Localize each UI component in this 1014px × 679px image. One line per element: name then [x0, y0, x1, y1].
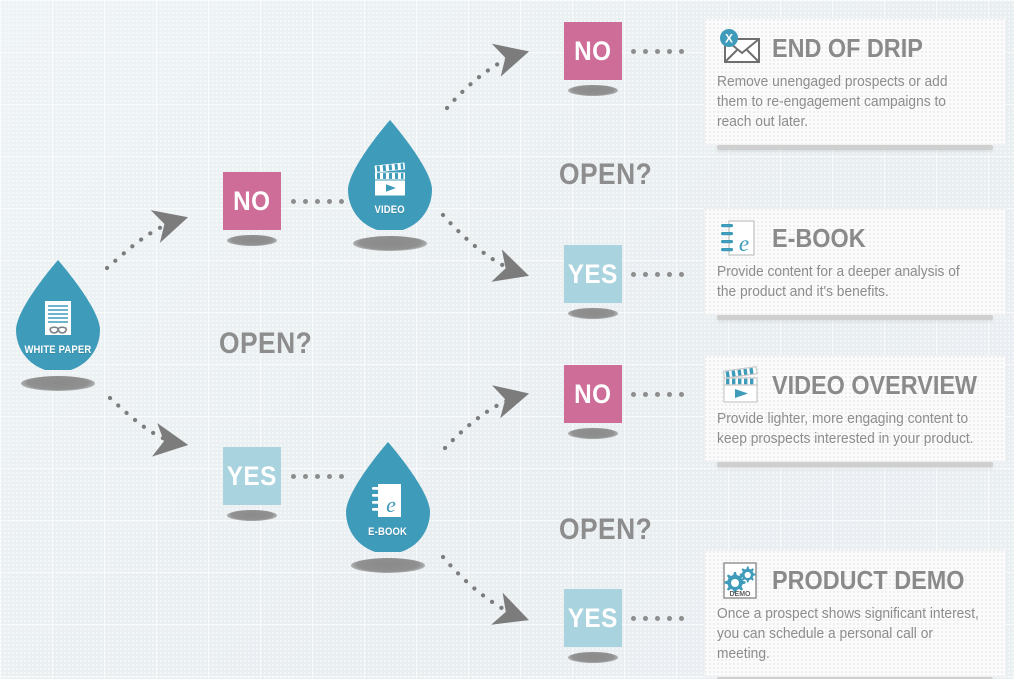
node-white-paper[interactable]: WHITE PAPER	[6, 258, 110, 391]
svg-text:DEMO: DEMO	[730, 591, 752, 598]
leader-yes3-to-card	[631, 615, 684, 621]
arrow-video-to-yes	[440, 212, 529, 282]
chip-no-3[interactable]: NO	[562, 365, 624, 439]
card-underbar	[717, 462, 993, 467]
chip-shadow	[568, 308, 618, 319]
card-title: PRODUCT DEMO	[772, 565, 965, 596]
chip-label: NO	[233, 185, 271, 216]
video-clapperboard-icon	[722, 366, 758, 403]
chip-yes-3[interactable]: YES	[562, 589, 624, 663]
card-body: Once a prospect shows significant intere…	[717, 606, 979, 662]
chip-shadow	[227, 235, 277, 246]
decision-label-open-3: OPEN?	[559, 513, 653, 546]
card-title: VIDEO OVERVIEW	[772, 370, 978, 401]
node-label: E-BOOK	[368, 525, 408, 538]
leader-no1-to-video	[291, 198, 344, 204]
decision-label-open-2: OPEN?	[559, 158, 653, 191]
gears-demo-icon: DEMO	[723, 562, 757, 599]
card-body: Provide content for a deeper analysis of…	[717, 264, 960, 300]
card-product-demo[interactable]: DEMO PRODUCT DEMO Once a prospect shows …	[704, 550, 1006, 679]
chip-no-2[interactable]: NO	[562, 22, 624, 96]
card-underbar	[717, 145, 993, 150]
card-header: e E-BOOK	[717, 219, 993, 259]
video-clapperboard-icon	[374, 161, 406, 195]
chip-shadow	[568, 428, 618, 439]
node-label: VIDEO	[374, 203, 406, 216]
card-video-overview[interactable]: VIDEO OVERVIEW Provide lighter, more eng…	[704, 355, 1006, 467]
node-ebook[interactable]: e E-BOOK	[336, 440, 440, 573]
chip-box: NO	[564, 365, 622, 423]
chip-label: NO	[574, 35, 612, 66]
arrow-ebook-to-no	[442, 385, 530, 451]
chip-label: NO	[574, 378, 612, 409]
leader-no3-to-card	[631, 391, 684, 397]
droplet-ebook: e E-BOOK	[340, 440, 436, 552]
chip-yes-2[interactable]: YES	[562, 245, 624, 319]
leader-yes1-to-ebook	[291, 473, 344, 479]
ebook-notebook-icon: e	[372, 483, 401, 517]
svg-text:e: e	[739, 231, 749, 256]
envelope-x-icon: X	[720, 29, 760, 63]
node-video[interactable]: VIDEO	[338, 118, 442, 251]
droplet-video: VIDEO	[342, 118, 438, 230]
chip-shadow	[568, 652, 618, 663]
card-header: X END OF DRIP	[717, 29, 993, 69]
card-body: Provide lighter, more engaging content t…	[717, 411, 974, 447]
arrow-ebook-to-yes	[440, 554, 529, 625]
chip-box: NO	[223, 172, 281, 230]
ebook-notebook-icon: e	[721, 220, 755, 256]
chip-label: YES	[568, 258, 618, 289]
card-title: E-BOOK	[772, 223, 866, 254]
chip-label: YES	[227, 460, 277, 491]
node-shadow	[21, 376, 95, 391]
chip-box: YES	[223, 447, 281, 505]
node-shadow	[351, 558, 425, 573]
card-body: Remove unengaged prospects or add them t…	[717, 74, 948, 130]
svg-text:X: X	[725, 32, 733, 46]
chip-shadow	[568, 85, 618, 96]
chip-shadow	[227, 510, 277, 521]
arrow-wp-to-no	[104, 210, 189, 271]
svg-text:e: e	[386, 492, 396, 517]
node-shadow	[353, 236, 427, 251]
chip-box: NO	[564, 22, 622, 80]
card-e-book[interactable]: e E-BOOK Provide content for a deeper an…	[704, 208, 1006, 320]
node-label: WHITE PAPER	[24, 343, 92, 356]
decision-label-open-1: OPEN?	[219, 327, 313, 360]
leader-no2-to-card	[631, 48, 684, 54]
card-title: END OF DRIP	[772, 33, 923, 64]
card-underbar	[717, 315, 993, 320]
chip-yes-1[interactable]: YES	[221, 447, 283, 521]
arrow-wp-to-yes	[107, 395, 189, 457]
white-paper-icon	[45, 300, 71, 335]
arrow-video-to-no	[444, 43, 530, 111]
chip-box: YES	[564, 589, 622, 647]
chip-no-1[interactable]: NO	[221, 172, 283, 246]
chip-label: YES	[568, 602, 618, 633]
droplet-white-paper: WHITE PAPER	[10, 258, 106, 370]
leader-yes2-to-card	[631, 271, 684, 277]
card-header: VIDEO OVERVIEW	[717, 366, 993, 406]
card-header: DEMO PRODUCT DEMO	[717, 561, 993, 601]
card-end-of-drip[interactable]: X END OF DRIP Remove unengaged prospects…	[704, 18, 1006, 150]
card-underbar	[717, 677, 993, 679]
chip-box: YES	[564, 245, 622, 303]
